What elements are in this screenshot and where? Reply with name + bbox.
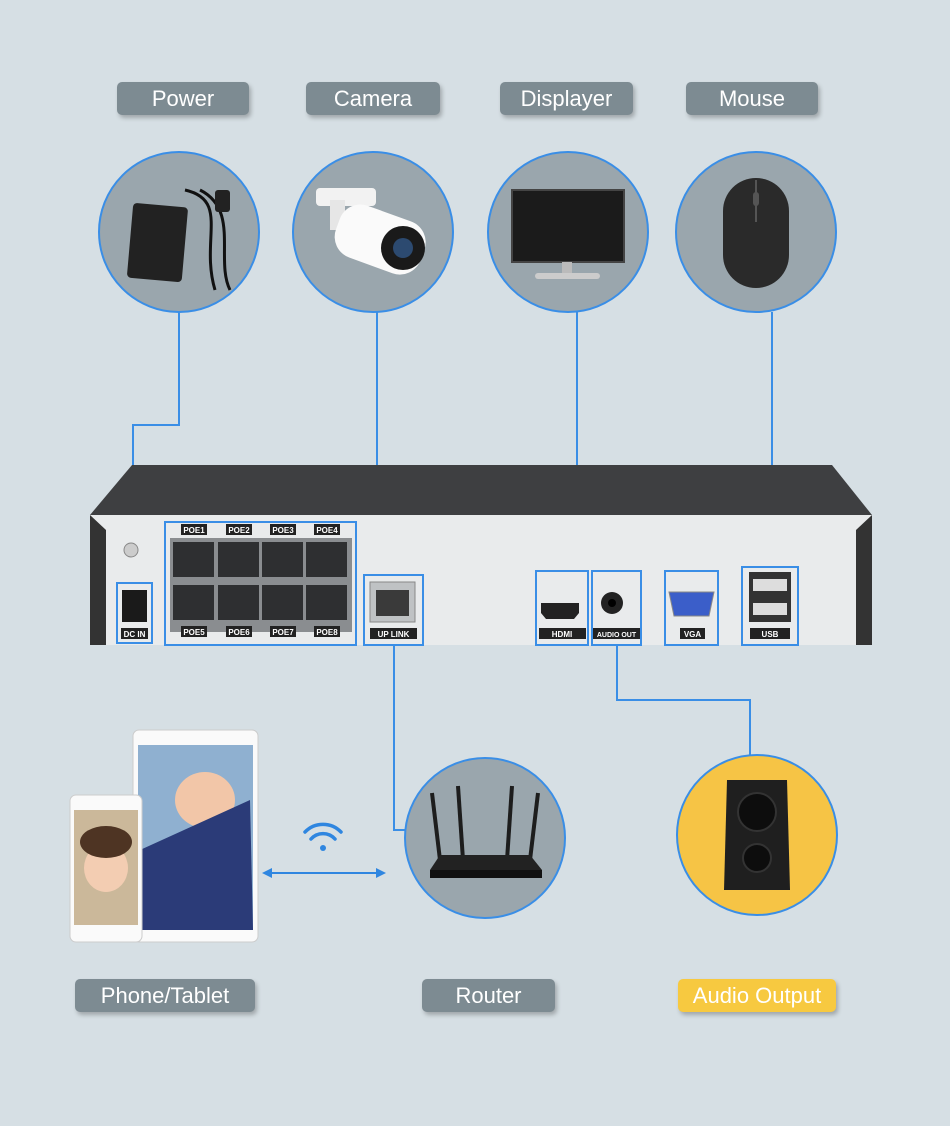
poe-port-2-icon (218, 542, 259, 577)
router-icon (430, 785, 542, 878)
displayer-label: Displayer (500, 82, 633, 115)
bidirectional-arrow-icon (262, 868, 386, 878)
usb-label: USB (762, 630, 779, 639)
phone-tablet-label: Phone/Tablet (75, 979, 255, 1012)
mouse-label: Mouse (686, 82, 818, 115)
poe-port-3-icon (262, 542, 303, 577)
poe-port-7-icon (262, 585, 303, 620)
poe-port-label: POE4 (316, 526, 338, 535)
usb-port-box (741, 566, 799, 646)
poe-port-label: POE7 (272, 628, 294, 637)
hdmi-label: HDMI (552, 630, 572, 639)
router-circle (404, 757, 566, 919)
phone-tablet-illustration (69, 729, 259, 943)
poe-port-label: POE5 (183, 628, 205, 637)
dc-in-label: DC IN (124, 630, 146, 639)
camera-label: Camera (306, 82, 440, 115)
uplink-label: UP LINK (378, 630, 410, 639)
router-label: Router (422, 979, 555, 1012)
poe-port-label: POE3 (272, 526, 294, 535)
uplink-rj45-icon (376, 590, 409, 616)
mouse-icon (723, 178, 789, 288)
speaker-icon (724, 780, 790, 890)
dc-in-port-box (116, 582, 153, 644)
vga-port-icon (668, 591, 715, 617)
poe-port-label: POE8 (316, 628, 338, 637)
monitor-icon (511, 189, 625, 279)
hdmi-port-icon (541, 603, 579, 619)
wifi-icon (303, 822, 343, 851)
camera-circle (292, 151, 454, 313)
audio-out-label: AUDIO OUT (597, 632, 637, 639)
poe-port-label: POE2 (228, 526, 250, 535)
poe-port-6-icon (218, 585, 259, 620)
audio-line (616, 645, 751, 755)
poe-port-8-icon (306, 585, 347, 620)
poe-port-box (164, 521, 357, 646)
hdmi-port-box (535, 570, 589, 646)
ground-screw-icon (123, 542, 139, 558)
audio-out-port-box (591, 570, 642, 646)
audio-circle (676, 754, 838, 916)
poe-port-1-icon (173, 542, 214, 577)
power-adapter-icon (127, 188, 232, 291)
displayer-circle (487, 151, 649, 313)
power-circle (98, 151, 260, 313)
bullet-camera-icon (316, 188, 426, 275)
router-line (393, 645, 405, 831)
uplink-port-box (363, 574, 424, 646)
poe-port-4-icon (306, 542, 347, 577)
audio-output-label: Audio Output (678, 979, 836, 1012)
mouse-circle (675, 151, 837, 313)
vga-label: VGA (684, 630, 702, 639)
dc-in-jack-icon (122, 590, 147, 622)
poe-port-5-icon (173, 585, 214, 620)
poe-port-label: POE1 (183, 526, 205, 535)
vga-port-box (664, 570, 719, 646)
power-label: Power (117, 82, 249, 115)
poe-port-label: POE6 (228, 628, 250, 637)
